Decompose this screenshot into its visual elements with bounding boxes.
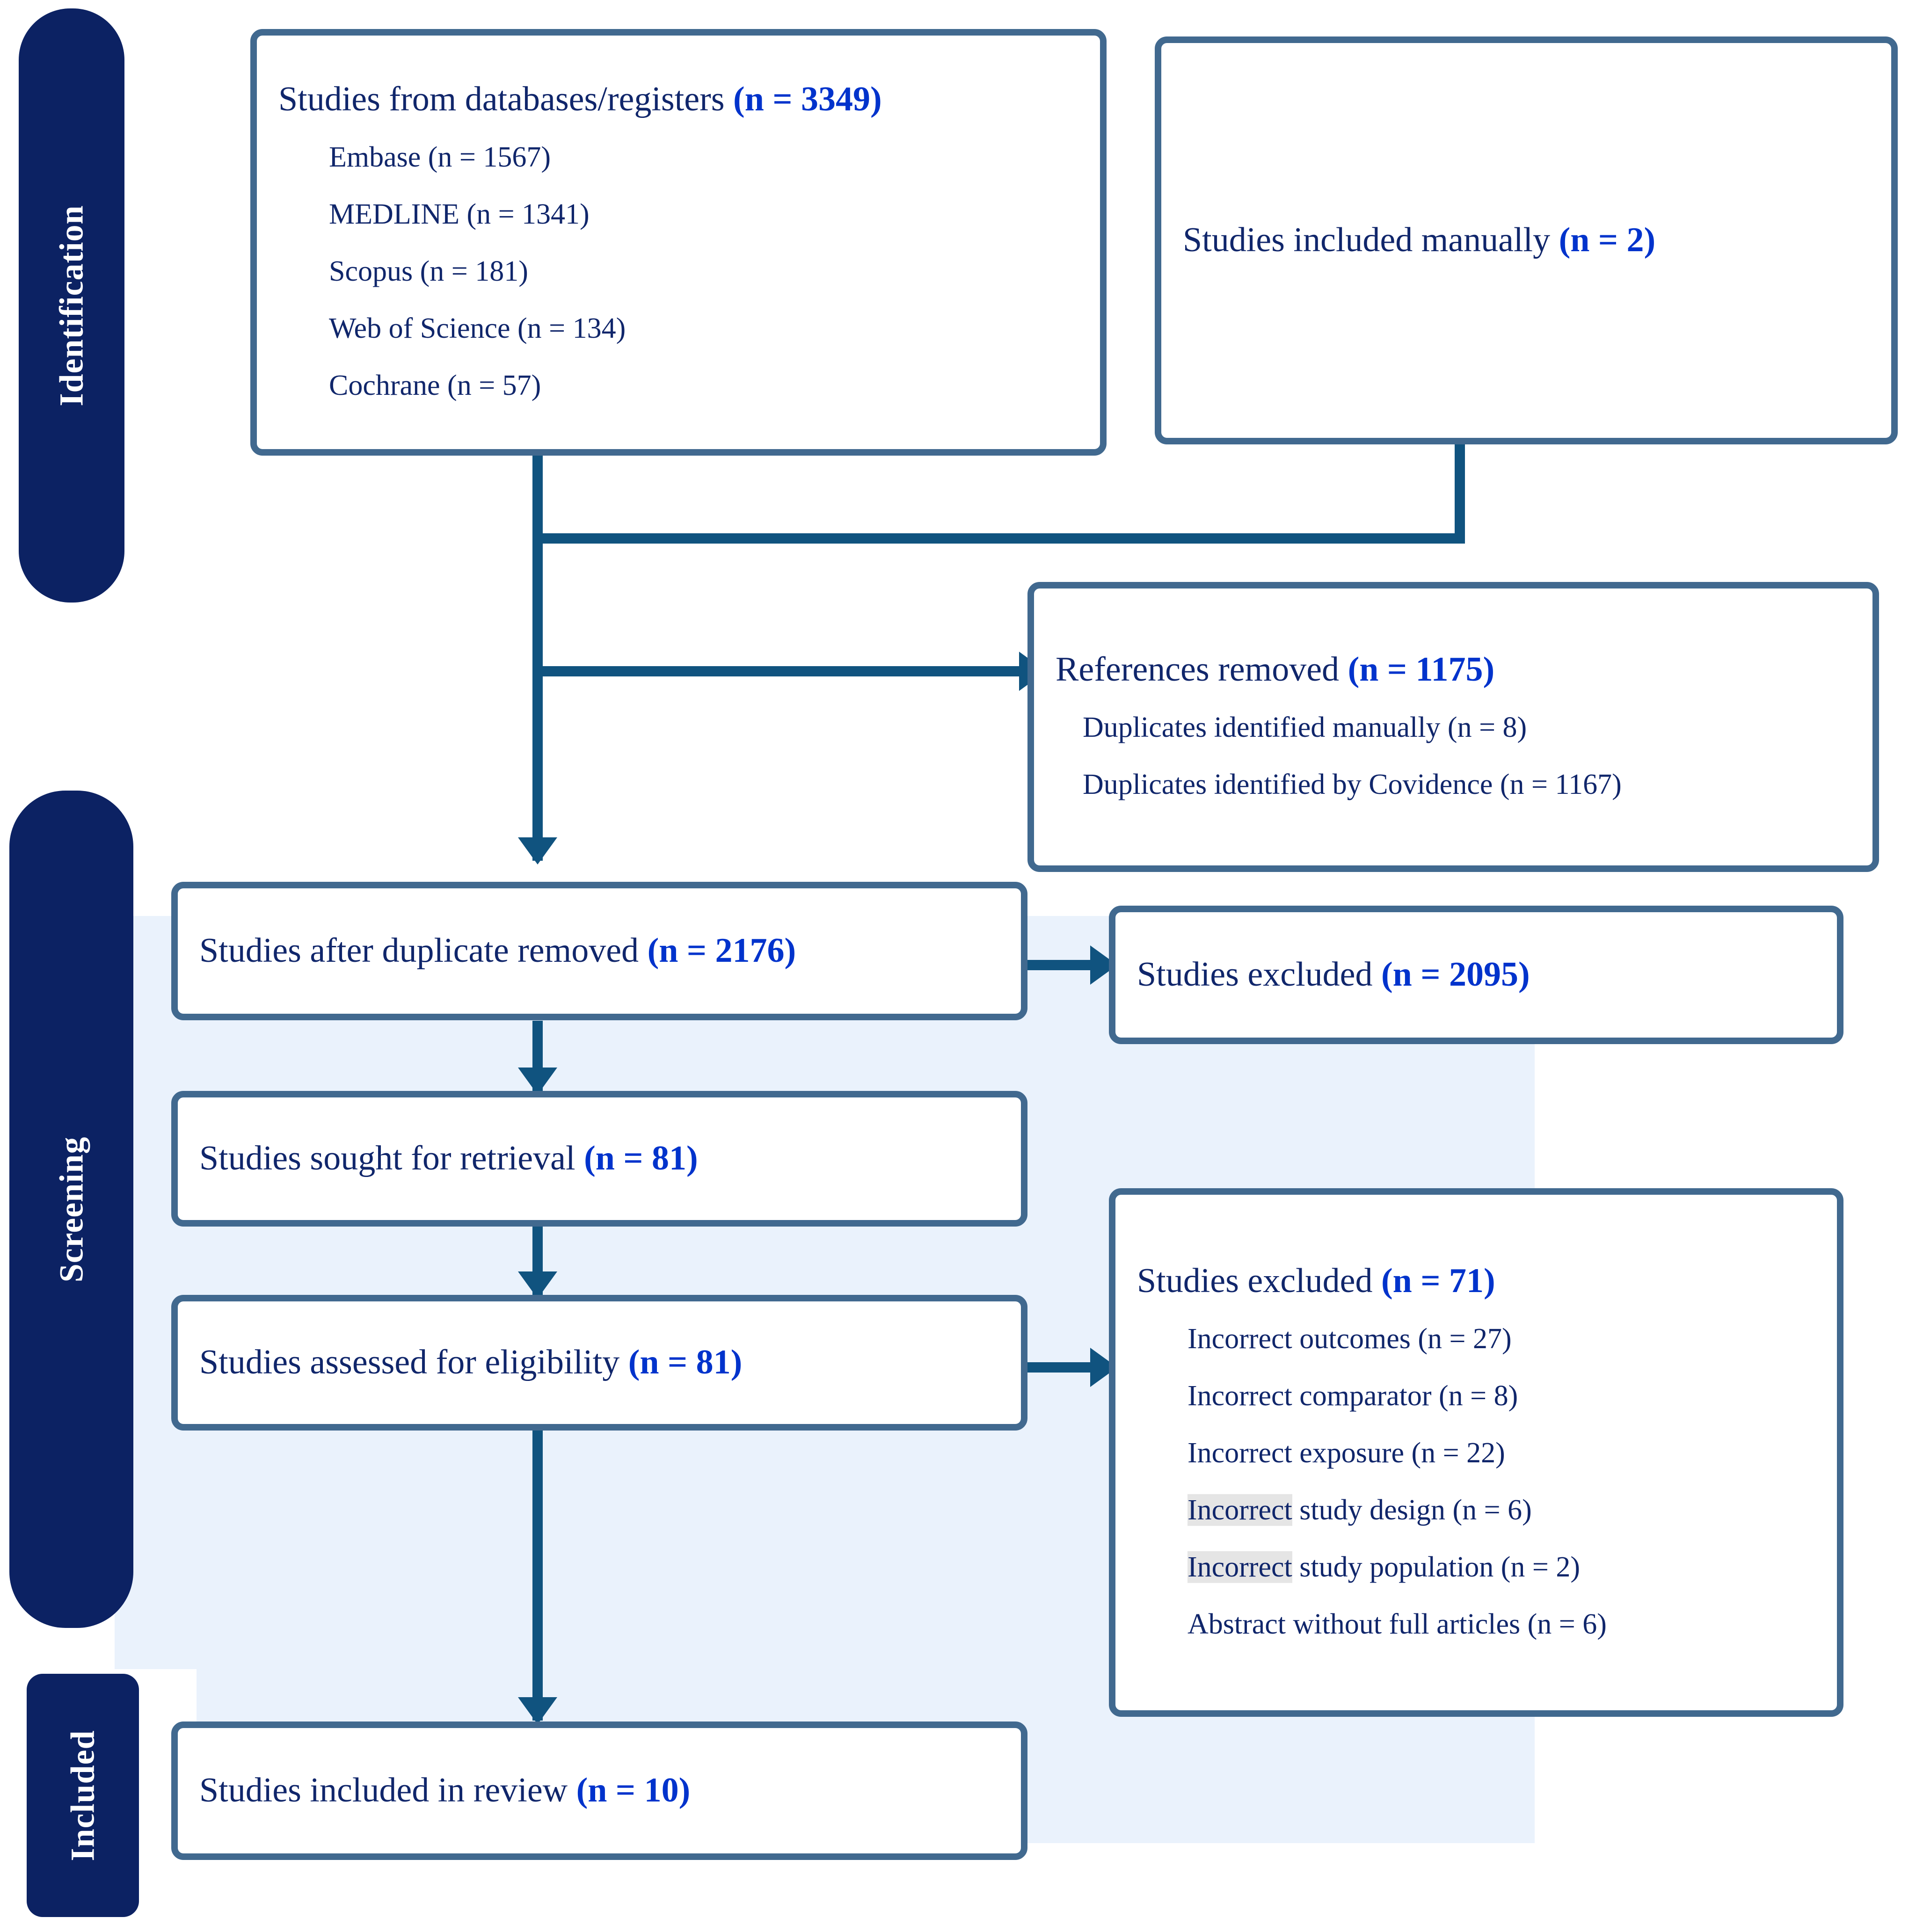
box-references-removed-title: References removed (n = 1175) xyxy=(1056,647,1851,693)
list-item: Incorrect study population (n = 2) xyxy=(1137,1545,1815,1590)
connector-to-references-removed xyxy=(532,666,1024,676)
stage-label-screening: Screening xyxy=(52,1136,90,1282)
arrowhead-to-sought-retrieval xyxy=(518,1068,557,1095)
list-item: Embase (n = 1567) xyxy=(329,141,551,173)
box-assessed-eligibility-title-count: (n = 81) xyxy=(628,1343,743,1382)
box-excluded-screening-title-text: Studies excluded xyxy=(1137,955,1382,994)
stage-bar-identification: Identification xyxy=(19,8,124,603)
list-item: Duplicates identified manually (n = 8) xyxy=(1083,711,1527,743)
box-references-removed-title-text: References removed xyxy=(1056,650,1348,689)
box-sought-retrieval[interactable]: Studies sought for retrieval (n = 81) xyxy=(171,1091,1027,1227)
box-after-duplicates[interactable]: Studies after duplicate removed (n = 217… xyxy=(171,882,1027,1020)
stage-bar-included: Included xyxy=(27,1674,139,1917)
list-item: Abstract without full articles (n = 6) xyxy=(1137,1602,1815,1647)
box-references-removed[interactable]: References removed (n = 1175) Duplicates… xyxy=(1027,582,1879,872)
arrowhead-to-included-review xyxy=(518,1697,557,1724)
box-excluded-eligibility-title-count: (n = 71) xyxy=(1381,1261,1495,1300)
box-excluded-eligibility-title: Studies excluded (n = 71) xyxy=(1137,1258,1815,1304)
connector-merge-horizontal xyxy=(532,533,1465,544)
box-sought-retrieval-title-count: (n = 81) xyxy=(584,1139,698,1178)
box-assessed-eligibility[interactable]: Studies assessed for eligibility (n = 81… xyxy=(171,1295,1027,1431)
box-sought-retrieval-title: Studies sought for retrieval (n = 81) xyxy=(199,1136,999,1182)
list-item-highlight: Incorrect xyxy=(1187,1551,1292,1583)
list-item-text: Incorrect exposure (n = 22) xyxy=(1187,1437,1505,1469)
arrowhead-to-assessed-eligibility xyxy=(518,1271,557,1299)
connector-manual-down xyxy=(1455,440,1465,540)
list-item-text: study population (n = 2) xyxy=(1292,1551,1581,1583)
box-manual-title-text: Studies included manually xyxy=(1183,221,1559,260)
box-databases-list: Embase (n = 1567) MEDLINE (n = 1341) Sco… xyxy=(278,135,1078,408)
box-excluded-screening[interactable]: Studies excluded (n = 2095) xyxy=(1109,906,1843,1044)
list-item: Incorrect exposure (n = 22) xyxy=(1137,1431,1815,1475)
list-item: Cochrane (n = 57) xyxy=(329,369,541,401)
box-included-review-title-count: (n = 10) xyxy=(576,1771,691,1810)
list-item: MEDLINE (n = 1341) xyxy=(329,198,590,230)
box-included-review[interactable]: Studies included in review (n = 10) xyxy=(171,1721,1027,1860)
list-item-text: Incorrect comparator (n = 8) xyxy=(1187,1380,1518,1412)
connector-to-excluded-screening xyxy=(1025,960,1109,970)
list-item-text: Incorrect outcomes (n = 27) xyxy=(1187,1322,1512,1355)
box-included-review-title: Studies included in review (n = 10) xyxy=(199,1768,999,1814)
box-references-removed-list: Duplicates identified manually (n = 8) D… xyxy=(1056,705,1851,807)
stage-label-identification: Identification xyxy=(52,204,90,407)
list-item-highlight: Incorrect xyxy=(1187,1494,1292,1526)
box-manual-title-count: (n = 2) xyxy=(1559,221,1656,260)
connector-to-excluded-eligibility xyxy=(1025,1362,1109,1373)
list-item: Incorrect outcomes (n = 27) xyxy=(1137,1316,1815,1361)
list-item: Incorrect comparator (n = 8) xyxy=(1137,1373,1815,1418)
arrowhead-to-after-duplicates xyxy=(518,837,557,864)
box-databases-title: Studies from databases/registers (n = 33… xyxy=(278,77,1078,123)
box-sought-retrieval-title-text: Studies sought for retrieval xyxy=(199,1139,584,1178)
box-references-removed-title-count: (n = 1175) xyxy=(1348,650,1495,689)
list-item: Incorrect study design (n = 6) xyxy=(1137,1488,1815,1533)
stage-bar-screening: Screening xyxy=(9,791,133,1628)
list-item: Duplicates identified by Covidence (n = … xyxy=(1083,768,1622,800)
box-after-duplicates-title: Studies after duplicate removed (n = 217… xyxy=(199,928,999,974)
box-assessed-eligibility-title-text: Studies assessed for eligibility xyxy=(199,1343,628,1382)
box-excluded-eligibility[interactable]: Studies excluded (n = 71) Incorrect outc… xyxy=(1109,1188,1843,1717)
box-databases[interactable]: Studies from databases/registers (n = 33… xyxy=(250,29,1107,456)
list-item: Scopus (n = 181) xyxy=(329,255,528,287)
box-after-duplicates-title-text: Studies after duplicate removed xyxy=(199,931,648,970)
connector-merge-down xyxy=(532,533,543,861)
box-databases-title-text: Studies from databases/registers xyxy=(278,80,734,118)
box-excluded-eligibility-list: Incorrect outcomes (n = 27) Incorrect co… xyxy=(1137,1316,1815,1647)
box-manual[interactable]: Studies included manually (n = 2) xyxy=(1155,36,1898,444)
box-excluded-eligibility-title-text: Studies excluded xyxy=(1137,1261,1382,1300)
box-assessed-eligibility-title: Studies assessed for eligibility (n = 81… xyxy=(199,1340,999,1386)
box-excluded-screening-title-count: (n = 2095) xyxy=(1381,955,1530,994)
list-item: Web of Science (n = 134) xyxy=(329,312,626,344)
connector-databases-down xyxy=(532,451,543,540)
box-manual-title: Studies included manually (n = 2) xyxy=(1183,218,1870,263)
box-excluded-screening-title: Studies excluded (n = 2095) xyxy=(1137,952,1815,998)
stage-label-included: Included xyxy=(64,1729,102,1861)
box-included-review-title-text: Studies included in review xyxy=(199,1771,576,1810)
connector-assessed-down xyxy=(532,1431,543,1721)
box-databases-title-count: (n = 3349) xyxy=(733,80,882,118)
list-item-text: study design (n = 6) xyxy=(1292,1494,1532,1526)
box-after-duplicates-title-count: (n = 2176) xyxy=(647,931,796,970)
list-item-text: Abstract without full articles (n = 6) xyxy=(1187,1608,1607,1641)
